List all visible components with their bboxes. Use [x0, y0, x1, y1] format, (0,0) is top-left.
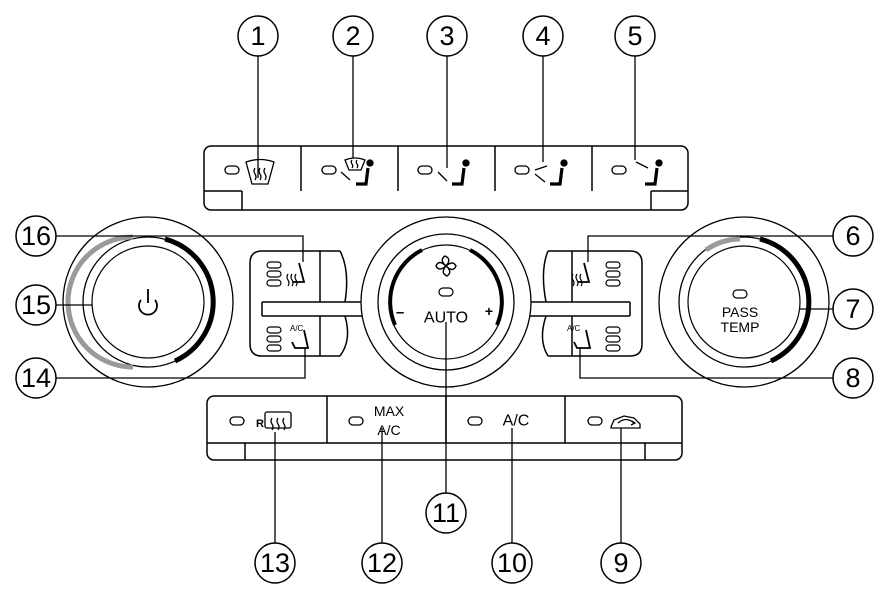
face-vent-button[interactable]: [417, 159, 470, 186]
temp-label: TEMP: [721, 319, 760, 335]
callout-8: 8: [832, 357, 874, 399]
callout-10: 10: [491, 542, 533, 584]
callout-4: 4: [522, 15, 564, 57]
windscreen-defrost-button[interactable]: [224, 158, 275, 185]
face-and-feet-icon: [534, 159, 568, 186]
callout-12: 12: [361, 542, 403, 584]
callout-13-number: 13: [260, 548, 290, 578]
pass-label: PASS: [722, 304, 758, 320]
max-ac-label: A/C: [377, 422, 400, 438]
rear-window-heater-icon: [264, 411, 292, 431]
callout-10-number: 10: [497, 548, 527, 578]
cooled-seat-icon: [573, 329, 592, 349]
callout-7: 7: [832, 288, 874, 330]
max-label: MAX: [374, 403, 405, 419]
callout-1: 1: [237, 15, 279, 57]
face-and-feet-button[interactable]: [514, 159, 568, 186]
callout-15: 15: [15, 284, 57, 326]
driver-cooled-seat-button[interactable]: A/C: [266, 324, 310, 352]
passenger-cooled-seat-button[interactable]: A/C: [567, 324, 621, 352]
callout-5: 5: [614, 15, 656, 57]
fan-speed-knob[interactable]: AUTO – +: [360, 216, 532, 388]
seat-ac-label-left: A/C: [290, 324, 304, 333]
cooled-seat-icon: [291, 329, 310, 349]
air-recirculation-button[interactable]: [587, 415, 641, 429]
rear-r-label: R: [256, 418, 264, 430]
callout-16-number: 16: [21, 221, 51, 251]
callout-15-number: 15: [21, 290, 51, 320]
ac-button[interactable]: A/C: [467, 413, 530, 430]
windscreen-and-feet-icon: [340, 157, 374, 186]
callout-8-number: 8: [845, 363, 860, 393]
callout-7-number: 7: [845, 294, 860, 324]
pass-temp-indicator: [732, 289, 748, 299]
face-vent-icon: [437, 159, 470, 186]
fan-minus-label: –: [396, 304, 404, 321]
callout-9-number: 9: [613, 548, 628, 578]
callout-11: 11: [425, 492, 467, 534]
auto-indicator: [438, 287, 454, 297]
rear-window-heater-button[interactable]: R: [229, 411, 292, 431]
heated-seat-icon: [571, 262, 591, 287]
heated-seat-icon: [286, 262, 306, 287]
windscreen-and-feet-button[interactable]: [321, 157, 374, 186]
callout-3-number: 3: [439, 21, 454, 51]
air-recirculation-icon: [610, 415, 641, 429]
callout-14-number: 14: [21, 363, 51, 393]
driver-heated-seat-button[interactable]: [266, 261, 306, 287]
feet-icon: [635, 159, 663, 186]
passenger-heated-seat-button[interactable]: [571, 261, 621, 287]
feet-vent-button[interactable]: [611, 159, 663, 186]
top-button-strip: [203, 145, 689, 211]
power-icon: [138, 289, 158, 316]
callout-16: 16: [15, 215, 57, 257]
callout-leader-lines: [56, 56, 835, 548]
callout-6-number: 6: [845, 221, 860, 251]
fan-icon: [435, 255, 457, 277]
callout-9: 9: [600, 542, 642, 584]
callout-13: 13: [254, 542, 296, 584]
fan-plus-label: +: [485, 303, 493, 319]
callout-3: 3: [426, 15, 468, 57]
callout-12-number: 12: [367, 548, 397, 578]
driver-temperature-knob[interactable]: [62, 216, 234, 388]
seat-ac-label-right: A/C: [567, 324, 581, 333]
callout-5-number: 5: [627, 21, 642, 51]
callout-1-number: 1: [250, 21, 265, 51]
passenger-temperature-knob[interactable]: PASS TEMP: [658, 216, 830, 388]
callout-11-number: 11: [432, 498, 460, 528]
callout-4-number: 4: [535, 21, 550, 51]
auto-label: AUTO: [424, 310, 468, 327]
callout-2: 2: [332, 15, 374, 57]
callout-2-number: 2: [345, 21, 360, 51]
callout-14: 14: [15, 357, 57, 399]
max-ac-button[interactable]: MAX A/C: [348, 403, 405, 438]
middle-panel-outline: [249, 250, 643, 357]
windscreen-defrost-icon: [245, 158, 275, 185]
callout-6: 6: [832, 215, 874, 257]
ac-label: A/C: [503, 413, 530, 430]
